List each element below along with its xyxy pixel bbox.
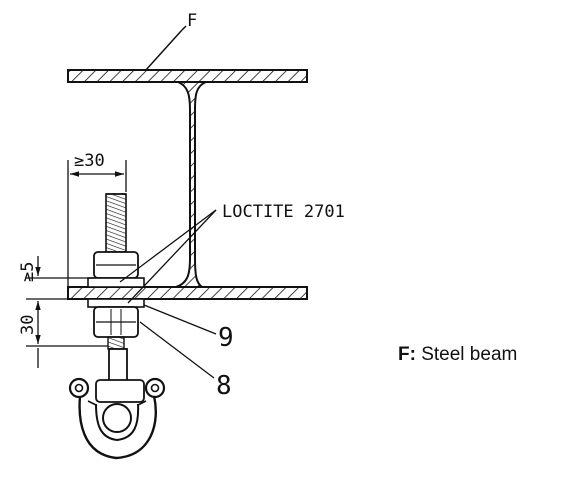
dimension-bolt-length: ≥30: [67, 151, 127, 287]
loctite-callout: LOCTITE 2701: [119, 202, 345, 304]
legend-text: Steel beam: [421, 344, 518, 365]
beam-label: F: [144, 11, 197, 72]
part-9-label: 9: [218, 323, 234, 353]
lower-washer: [87, 298, 145, 308]
upper-washer: [87, 277, 145, 288]
shackle-bow-outer: [78, 395, 158, 460]
beam-leader-tail: [181, 25, 187, 31]
legend: F: Steel beam: [398, 344, 517, 366]
dim-thread-value: ≥5: [18, 262, 38, 282]
bolt-thread-upper: [105, 193, 127, 253]
dim-bolt-value: ≥30: [74, 151, 105, 171]
beam-letter: F: [187, 11, 197, 31]
dim-nut-value: 30: [18, 315, 38, 335]
shackle: [68, 348, 166, 460]
shackle-eye: [102, 403, 132, 433]
part-8-label: 8: [216, 371, 232, 401]
steel-beam: [67, 69, 308, 300]
loctite-label: LOCTITE 2701: [222, 202, 345, 222]
beam-web: [175, 81, 207, 288]
beam-top-flange: [67, 69, 308, 83]
beam-bottom-flange: [67, 286, 308, 300]
bolt-thread-lower: [107, 336, 125, 350]
legend-key: F:: [398, 344, 416, 365]
shackle-bow-inner: [95, 403, 140, 442]
beam-leader-line: [144, 29, 183, 72]
shackle-pin-left: [68, 377, 90, 399]
shackle-pin-right: [144, 377, 166, 399]
bolt: [87, 193, 145, 350]
dimension-vertical: ≥5 30: [18, 256, 108, 368]
part-callouts: 9 8: [139, 304, 234, 401]
shackle-pin-block: [95, 379, 145, 403]
